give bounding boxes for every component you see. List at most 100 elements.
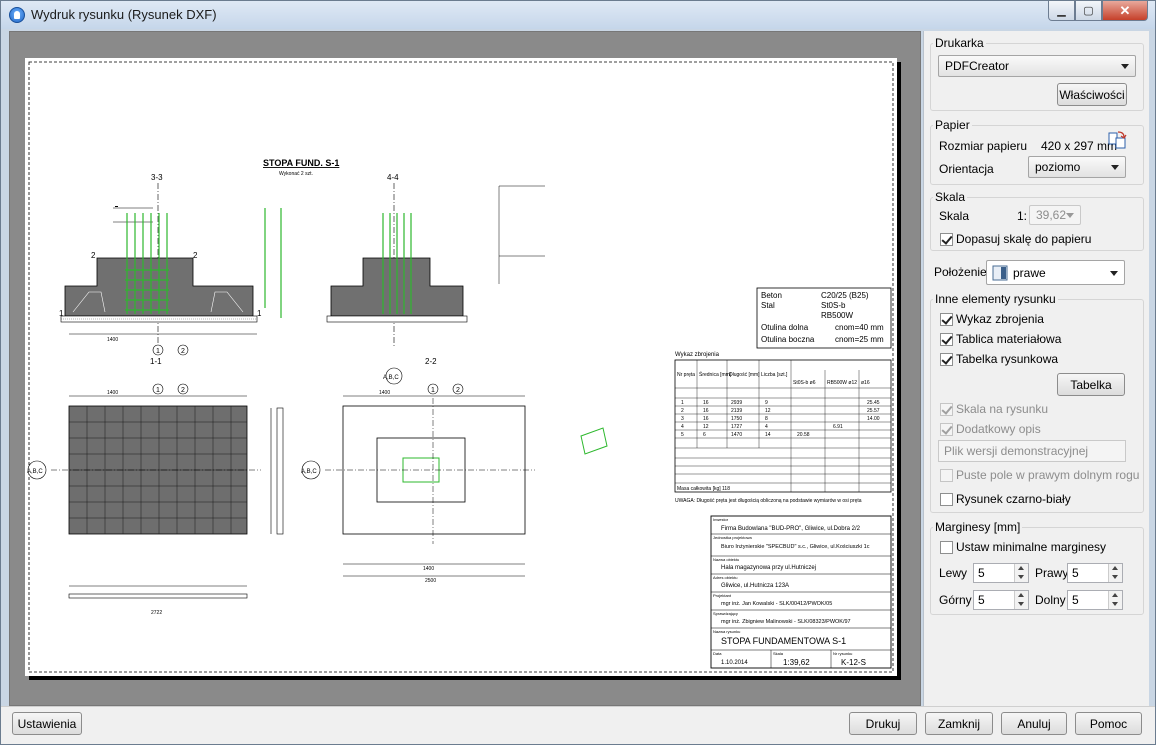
rebar-list-checkbox[interactable] [940, 313, 953, 326]
margin-left-input[interactable]: 5 [973, 563, 1029, 583]
scale-prefix: 1: [1017, 209, 1028, 223]
label-2-right: 2 [193, 251, 198, 260]
rebar-col-1: Średnica [mm] [699, 370, 732, 378]
printer-group-label: Drukarka [933, 36, 986, 50]
scale-on-drawing-checkbox[interactable] [940, 403, 953, 416]
svg-text:25.45: 25.45 [867, 400, 880, 406]
axis-marker-abc-left [27, 460, 47, 480]
svg-text:1750: 1750 [731, 416, 742, 422]
bar-1-left [72, 291, 106, 313]
svg-text:5: 5 [681, 432, 684, 438]
printer-properties-button[interactable]: Właściwości [1057, 83, 1127, 106]
margin-top-value: 5 [978, 593, 985, 607]
app-icon [9, 7, 25, 23]
position-select[interactable]: prawe [986, 260, 1125, 285]
drawing-no-label: Nr rysunku [833, 651, 852, 656]
paper-group-label: Papier [933, 118, 972, 132]
orientation-select[interactable]: poziomo [1028, 156, 1126, 178]
margin-right-input[interactable]: 5 [1067, 563, 1123, 583]
spin-up-icon[interactable] [1014, 591, 1028, 600]
title-bar[interactable]: Wydruk rysunku (Rysunek DXF) ▁ ▢ ✕ [1, 1, 1155, 29]
maximize-icon[interactable]: ▢ [1075, 1, 1102, 21]
axis-marker-2-b [177, 383, 189, 395]
cancel-button[interactable]: Anuluj [1001, 712, 1067, 735]
designer-text: mgr inż. Jan Kowalski - SLK/00412/PWOK/0… [721, 601, 832, 607]
printer-group: Drukarka PDFCreator Właściwości [930, 36, 1144, 111]
black-white-checkbox[interactable] [940, 493, 953, 506]
spin-down-icon[interactable] [1108, 573, 1122, 582]
material-table-checkbox[interactable] [940, 333, 953, 346]
label-2-left: 2 [91, 251, 96, 260]
axis-marker-2-a [177, 344, 189, 356]
close-button[interactable]: Zamknij [925, 712, 993, 735]
minimize-icon[interactable]: ▁ [1048, 1, 1075, 21]
title-block-label: Tabelka rysunkowa [956, 352, 1059, 366]
settings-button[interactable]: Ustawienia [12, 712, 82, 735]
elements-group-label: Inne elementy rysunku [933, 292, 1058, 306]
bar-1-right [210, 291, 244, 313]
rebar-col-2: Długość [mm] [729, 372, 760, 378]
fit-scale-label: Dopasuj skalę do papieru [956, 232, 1092, 246]
paper-swap-icon[interactable] [1107, 130, 1127, 150]
demo-file-input[interactable]: Plik wersji demonstracyjnej [938, 440, 1126, 462]
printer-select-value: PDFCreator [945, 59, 1010, 73]
svg-text:16: 16 [703, 400, 709, 406]
scale-select[interactable]: 39,62 [1029, 205, 1081, 225]
material-box [756, 287, 892, 349]
axis-marker-2-c [452, 383, 464, 395]
axis-marker-1-c-text: 1 [431, 387, 435, 394]
rebar-table-title: Wykaz zbrojenia [675, 352, 720, 358]
dim-1400-d: 1400 [423, 566, 434, 572]
spin-down-icon[interactable] [1014, 600, 1028, 609]
section-3-3-label: 3-3 [151, 173, 163, 182]
print-preview-area: STOPA FUND. S-1 Wykonać 2 szt. 3-3 [9, 31, 921, 706]
svg-text:14: 14 [765, 432, 771, 438]
print-button[interactable]: Drukuj [849, 712, 917, 735]
margin-top-input[interactable]: 5 [973, 590, 1029, 610]
margins-group: Marginesy [mm] Ustaw minimalne marginesy… [930, 520, 1144, 615]
svg-text:2: 2 [681, 408, 684, 414]
title-block-checkbox[interactable] [940, 353, 953, 366]
svg-text:9: 9 [765, 400, 768, 406]
margin-right-label: Prawy [1035, 566, 1069, 580]
printer-select[interactable]: PDFCreator [938, 55, 1136, 77]
section-1-1-label: 1-1 [150, 357, 162, 366]
svg-text:20.58: 20.58 [797, 432, 810, 438]
svg-text:1470: 1470 [731, 432, 742, 438]
minimal-margins-checkbox[interactable] [940, 541, 953, 554]
axis-marker-abc-left-text: A,B,C [27, 469, 43, 475]
spin-up-icon[interactable] [1108, 591, 1122, 600]
title-block-button[interactable]: Tabelka [1057, 373, 1125, 396]
rebar-note: UWAGA: Długość pręta jest długością obli… [675, 498, 862, 504]
cover-bottom-label: Otulina dolna [761, 323, 809, 332]
spin-up-icon[interactable] [1108, 564, 1122, 573]
close-icon[interactable]: ✕ [1102, 1, 1148, 21]
extra-description-checkbox[interactable] [940, 423, 953, 436]
margin-bottom-input[interactable]: 5 [1067, 590, 1123, 610]
svg-text:2139: 2139 [731, 408, 742, 414]
dim-2722: 2722 [151, 610, 162, 616]
rebar-cage-4-4 [382, 213, 412, 314]
concrete-label: Beton [761, 291, 782, 300]
spin-up-icon[interactable] [1014, 564, 1028, 573]
margin-frame [28, 61, 894, 673]
concrete-value: C20/25 (B25) [821, 291, 869, 300]
rebar-total: Masa całkowita [kg] 118 [677, 486, 730, 492]
svg-text:2939: 2939 [731, 400, 742, 406]
steel-value-2: RB500W [821, 311, 853, 320]
dim-2500: 2500 [425, 578, 436, 584]
axis-marker-2-a-text: 2 [181, 348, 185, 355]
rebar-table [674, 359, 892, 493]
axis-marker-abc-right [301, 460, 321, 480]
fit-scale-checkbox[interactable] [940, 233, 953, 246]
help-button[interactable]: Pomoc [1075, 712, 1142, 735]
position-right-icon [992, 265, 1008, 281]
lean-concrete-4-4 [326, 315, 468, 323]
spin-down-icon[interactable] [1108, 600, 1122, 609]
spin-down-icon[interactable] [1014, 573, 1028, 582]
bar-detail-vertical [270, 407, 284, 535]
margins-group-label: Marginesy [mm] [933, 520, 1023, 534]
empty-field-checkbox[interactable] [940, 469, 953, 482]
position-label: Położenie [934, 265, 987, 279]
